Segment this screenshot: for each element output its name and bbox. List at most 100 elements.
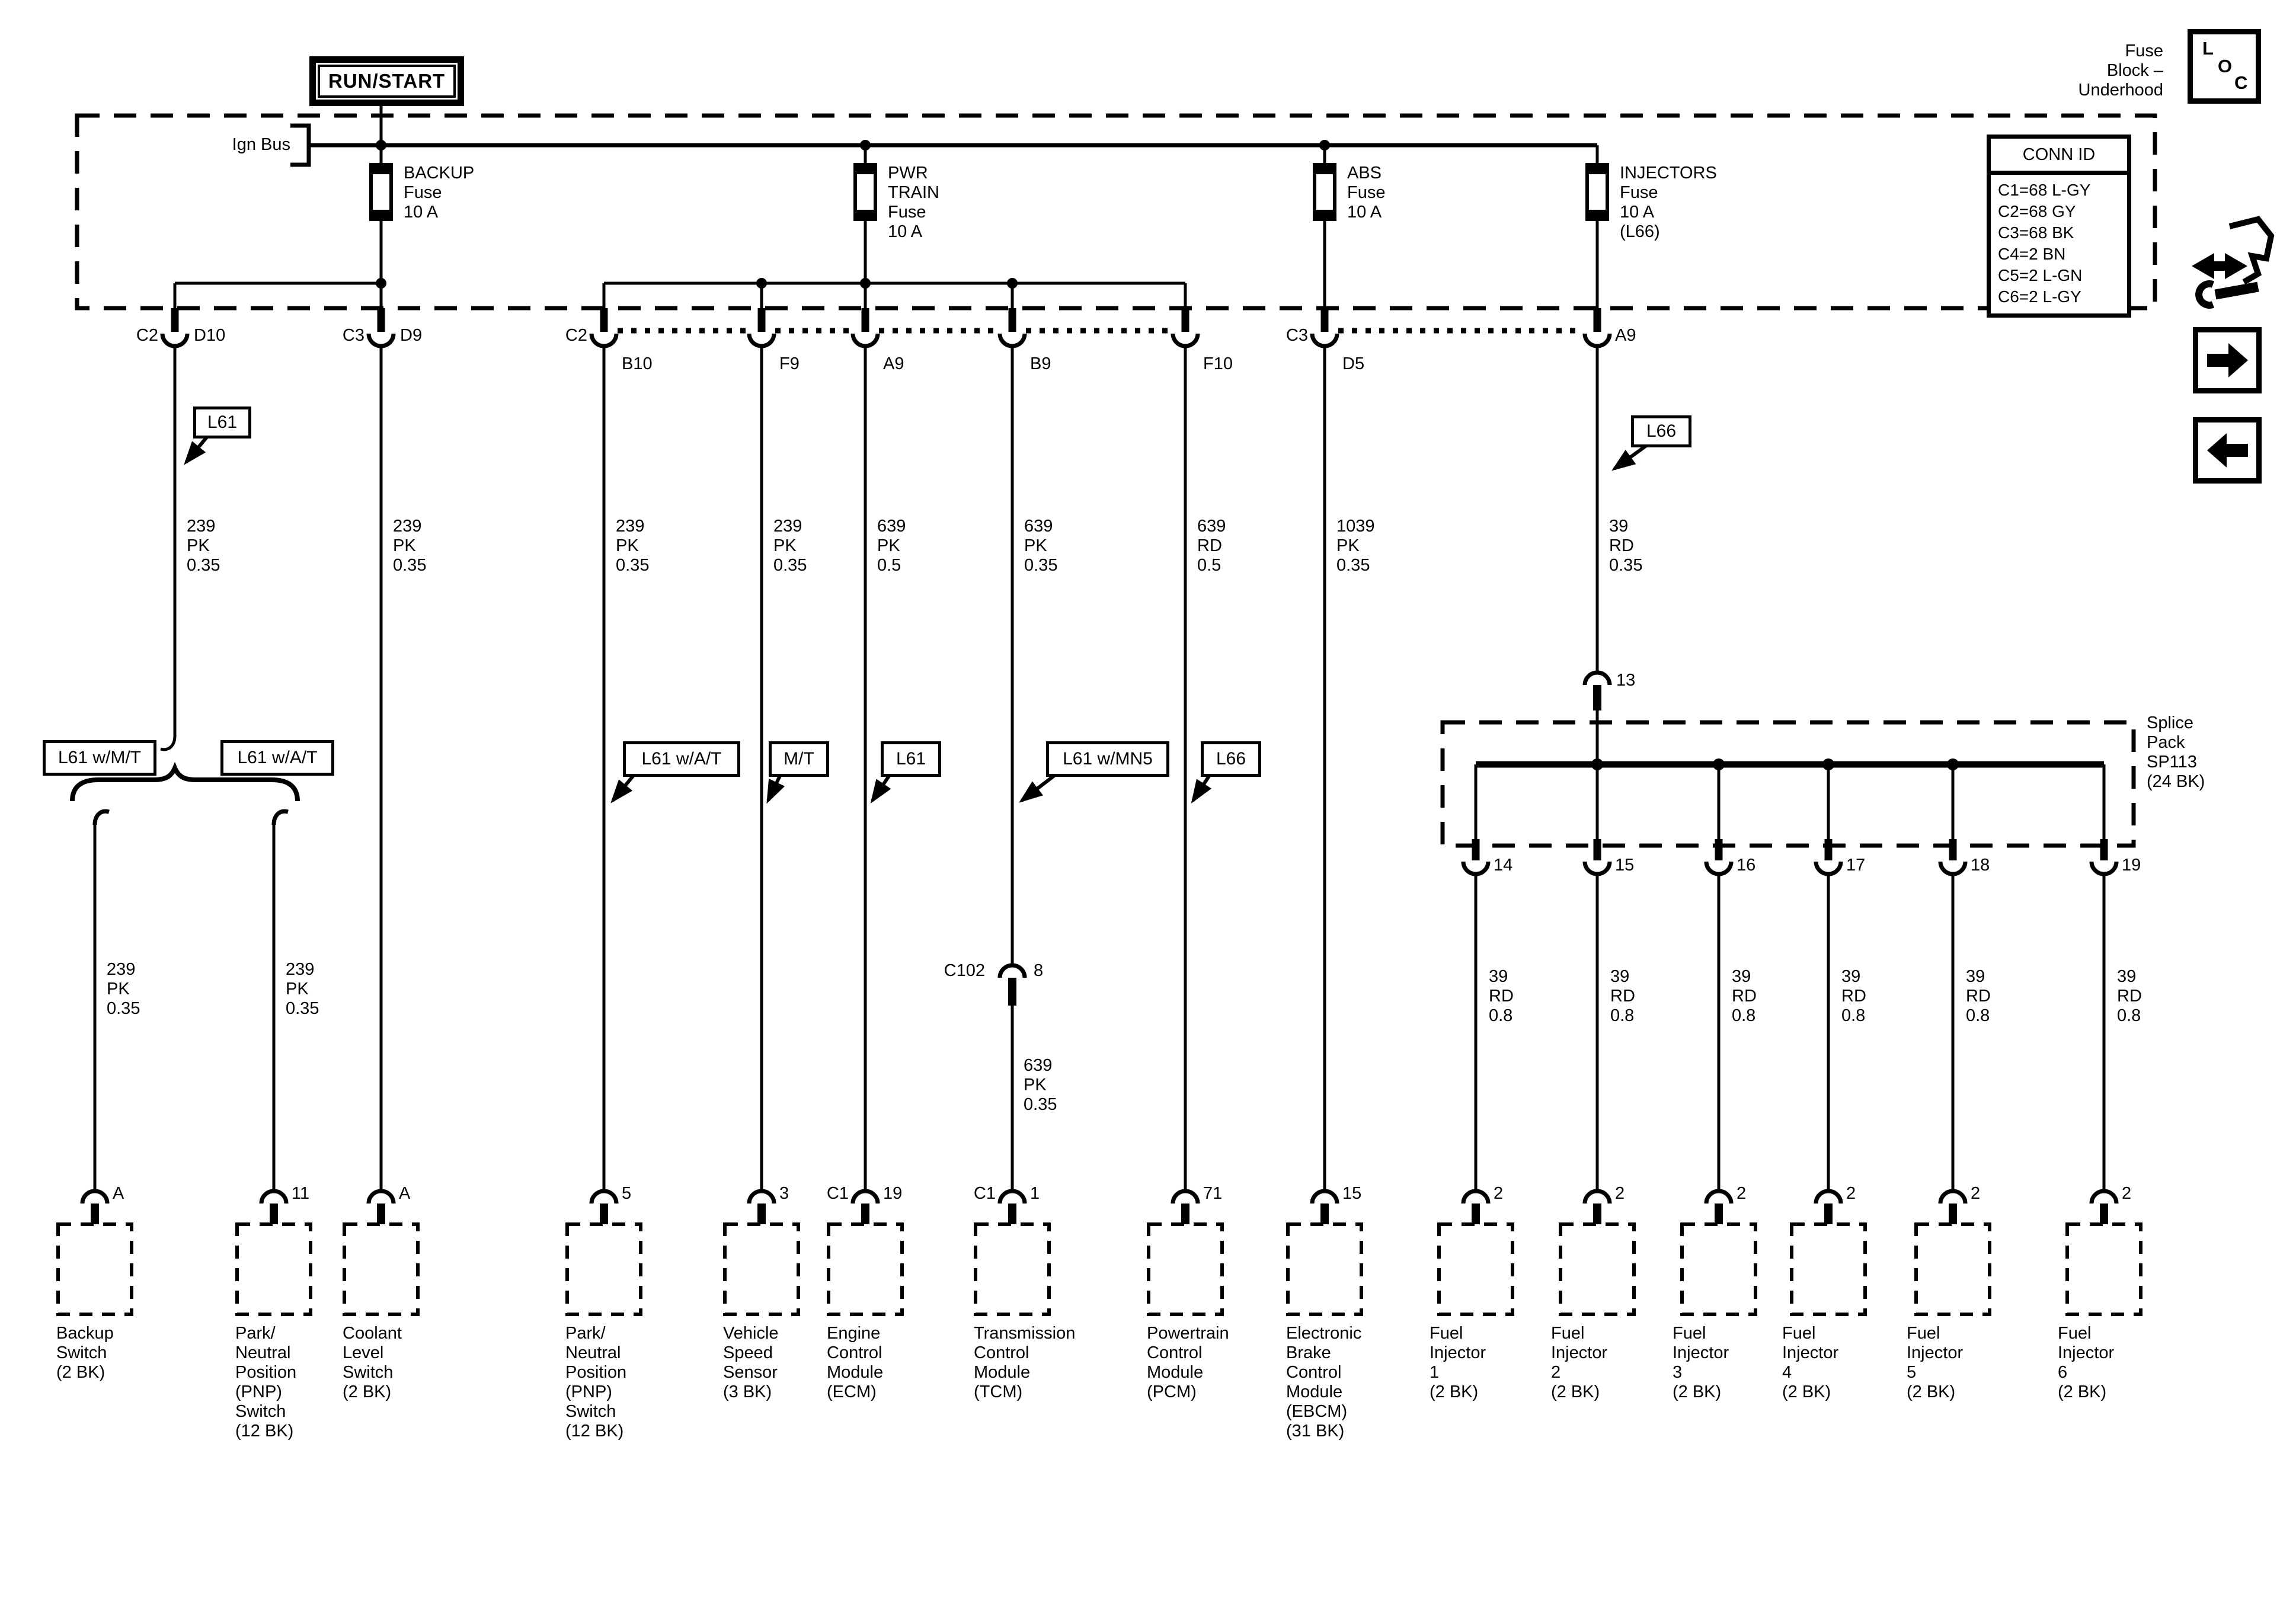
wire-label: 239 PK 0.35 bbox=[286, 960, 319, 1018]
conn-id-row: C3=68 BK bbox=[1998, 223, 2074, 242]
pin-label: 15 bbox=[1342, 1184, 1362, 1203]
pin-label: D5 bbox=[1342, 354, 1365, 373]
conn-id-row: C5=2 L-GN bbox=[1998, 266, 2083, 284]
ign-bus-label: Ign Bus bbox=[232, 135, 290, 154]
callout-l61-wat: L61 w/A/T bbox=[623, 741, 740, 777]
loc-button[interactable]: L O C bbox=[2188, 29, 2261, 104]
conn-label: C3 bbox=[1285, 326, 1308, 345]
pin-label: F9 bbox=[779, 354, 800, 373]
callout-l61-top: L61 bbox=[193, 406, 251, 438]
conn-id-row: C1=68 L-GY bbox=[1998, 181, 2091, 199]
injector-wires bbox=[1474, 875, 2106, 1191]
fuse-block-box bbox=[75, 113, 2157, 311]
conn-label: C2 bbox=[565, 326, 587, 345]
c102-connector-symbol bbox=[997, 963, 1027, 1006]
splice-drops bbox=[1474, 764, 2106, 840]
previous-page-button[interactable] bbox=[2193, 417, 2262, 484]
callout-arrows bbox=[184, 434, 1650, 804]
wire-label: 39 RD 0.8 bbox=[1966, 967, 1991, 1025]
component-name: Fuel Injector 5 (2 BK) bbox=[1907, 1324, 1964, 1401]
wire-label: 39 RD 0.8 bbox=[2117, 967, 2142, 1025]
splice-in-connector-13 bbox=[1582, 670, 1612, 710]
c102-label: C102 bbox=[944, 961, 985, 980]
pin-label: 11 bbox=[292, 1184, 310, 1203]
pin-label: 1 bbox=[1030, 1184, 1040, 1203]
wire-label: 239 PK 0.35 bbox=[187, 517, 220, 575]
pin-label: A9 bbox=[883, 354, 904, 373]
connector-cups bbox=[160, 333, 1612, 348]
fuse-label-backup: BACKUP Fuse 10 A bbox=[404, 164, 475, 222]
component-name: Fuel Injector 4 (2 BK) bbox=[1782, 1324, 1839, 1401]
conn-id-row: C2=68 GY bbox=[1998, 202, 2076, 220]
callout-l61-wat-left: L61 w/A/T bbox=[220, 740, 334, 776]
splice-pin-label: 16 bbox=[1737, 856, 1756, 875]
fuse-label-abs: ABS Fuse 10 A bbox=[1347, 164, 1386, 222]
splice-pack-note: Splice Pack SP113 (24 BK) bbox=[2147, 713, 2205, 791]
pin-label: 2 bbox=[1971, 1184, 1981, 1203]
branch-wires bbox=[92, 809, 289, 825]
callout-l66-top: L66 bbox=[1631, 415, 1691, 447]
component-name: Electronic Brake Control Module (EBCM) (… bbox=[1286, 1324, 1362, 1441]
component-name: Vehicle Speed Sensor (3 BK) bbox=[723, 1324, 779, 1401]
pin-label: 2 bbox=[1737, 1184, 1747, 1203]
brace-split bbox=[70, 761, 300, 802]
callout-mt: M/T bbox=[769, 741, 829, 777]
pin-label: B9 bbox=[1030, 354, 1051, 373]
component-name: Coolant Level Switch (2 BK) bbox=[343, 1324, 402, 1401]
callout-l61-wmn5: L61 w/MN5 bbox=[1046, 741, 1169, 777]
splice-pin-label: 18 bbox=[1971, 856, 1990, 875]
splice-pin-label: 17 bbox=[1846, 856, 1866, 875]
conn-id-row: C4=2 BN bbox=[1998, 245, 2066, 263]
wrench-arrow-icon[interactable] bbox=[2192, 216, 2275, 309]
component-name: Fuel Injector 6 (2 BK) bbox=[2058, 1324, 2115, 1401]
wire-label: 239 PK 0.35 bbox=[393, 517, 427, 575]
component-boxes bbox=[56, 1222, 2142, 1316]
run-start-label-box: RUN/START bbox=[309, 56, 465, 106]
pin-label: A bbox=[399, 1184, 411, 1203]
pin-label: F10 bbox=[1203, 354, 1233, 373]
splice-pack-box bbox=[1440, 720, 2136, 848]
connector-stubs bbox=[171, 308, 1601, 332]
wire-label: 639 PK 0.35 bbox=[1024, 1056, 1057, 1114]
conn-id-table: CONN ID C1=68 L-GY C2=68 GY C3=68 BK C4=… bbox=[1987, 135, 2131, 318]
loc-letter-l: L bbox=[2202, 38, 2214, 59]
component-name: Backup Switch (2 BK) bbox=[56, 1324, 114, 1382]
pin-label: B10 bbox=[622, 354, 653, 373]
wire-label: 39 RD 0.8 bbox=[1489, 967, 1514, 1025]
component-name: Engine Control Module (ECM) bbox=[827, 1324, 884, 1401]
wire-label: 39 RD 0.8 bbox=[1841, 967, 1866, 1025]
component-name: Powertrain Control Module (PCM) bbox=[1147, 1324, 1229, 1401]
callout-l61-wmt: L61 w/M/T bbox=[43, 740, 156, 776]
pin-label: 2 bbox=[1615, 1184, 1625, 1203]
fuse-symbols bbox=[369, 163, 1609, 221]
splice-dots bbox=[1591, 758, 1959, 770]
pin-label: 2 bbox=[1846, 1184, 1856, 1203]
splice-out-cups bbox=[1461, 861, 2119, 876]
wires-vertical bbox=[160, 346, 1599, 1191]
ign-bus-line bbox=[290, 123, 1597, 167]
conn-id-header: CONN ID bbox=[1991, 139, 2127, 175]
wire-label: 39 RD 0.8 bbox=[1732, 967, 1757, 1025]
pin-label: 3 bbox=[779, 1184, 789, 1203]
pin-label: 2 bbox=[1494, 1184, 1504, 1203]
wire-label: 1039 PK 0.35 bbox=[1336, 517, 1375, 575]
right-arrow-icon bbox=[2207, 343, 2248, 377]
next-page-button[interactable] bbox=[2193, 327, 2262, 393]
splice-pin-label: 14 bbox=[1494, 856, 1513, 875]
splice-pin-label: 15 bbox=[1615, 856, 1635, 875]
splice-out-stubs bbox=[1472, 839, 2108, 860]
fuse-block-title: Fuse Block – Underhood bbox=[2078, 41, 2164, 100]
junction-dots-branch bbox=[376, 278, 1018, 289]
loc-letter-o: O bbox=[2218, 56, 2233, 76]
conn-label: C1 bbox=[973, 1184, 996, 1203]
fuse-label-pwr-train: PWR TRAIN Fuse 10 A bbox=[888, 164, 939, 241]
conn-id-row: C6=2 L-GY bbox=[1998, 287, 2081, 306]
pin-label: A9 bbox=[1615, 326, 1636, 345]
left-arrow-icon bbox=[2207, 433, 2248, 468]
wire-label: 39 RD 0.8 bbox=[1610, 967, 1635, 1025]
c102-pin-label: 8 bbox=[1034, 961, 1044, 980]
component-pin-stubs bbox=[91, 1204, 2108, 1224]
fuse-label-injectors: INJECTORS Fuse 10 A (L66) bbox=[1620, 164, 1717, 241]
